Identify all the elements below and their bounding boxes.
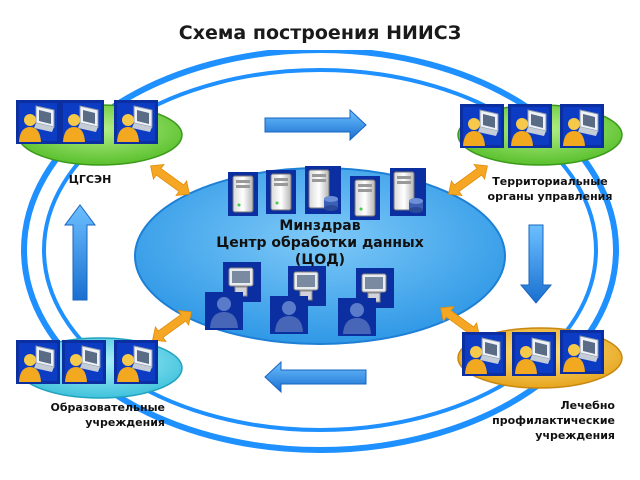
user-computer-icon (459, 103, 505, 149)
node-label-bottom-left: Образовательные учреждения (50, 401, 165, 429)
user-computer-icon (461, 331, 507, 377)
flow-arrow-right (264, 108, 367, 142)
user-computer-icon (59, 99, 105, 145)
database-server-icon (304, 165, 342, 215)
user-computer-icon (113, 99, 159, 145)
data-center-line-2: Центр обработки данных (216, 235, 424, 251)
user-computer-icon (559, 103, 605, 149)
user-computer-icon (559, 329, 605, 375)
server-icon (265, 169, 297, 215)
user-computer-icon (15, 339, 61, 385)
title-bar (120, 14, 520, 50)
node-label-bottom-right: Лечебно профилактические учреждения (492, 399, 615, 442)
data-center-label: Минздрав Центр обработки данных (ЦОД) (185, 218, 455, 269)
node-label-top-right: Территориальные органы управления (487, 175, 613, 203)
node-label-top-left: ЦГСЭН (68, 173, 112, 186)
flow-arrow-down (519, 224, 553, 304)
user-computer-icon (113, 339, 159, 385)
server-icon (227, 171, 259, 217)
user-computer-icon (507, 103, 553, 149)
user-computer-icon (15, 99, 61, 145)
inner-ring (42, 68, 598, 432)
user-computer-icon (511, 331, 557, 377)
data-center-line-3: (ЦОД) (294, 252, 346, 268)
user-computer-icon (61, 339, 107, 385)
database-server-icon (389, 167, 427, 217)
data-center-line-1: Минздрав (279, 218, 361, 234)
diagram-title: Схема построения НИИСЗ (178, 22, 462, 44)
server-icon (349, 175, 381, 221)
flow-arrow-up (64, 204, 96, 301)
flow-arrow-left (264, 360, 367, 394)
